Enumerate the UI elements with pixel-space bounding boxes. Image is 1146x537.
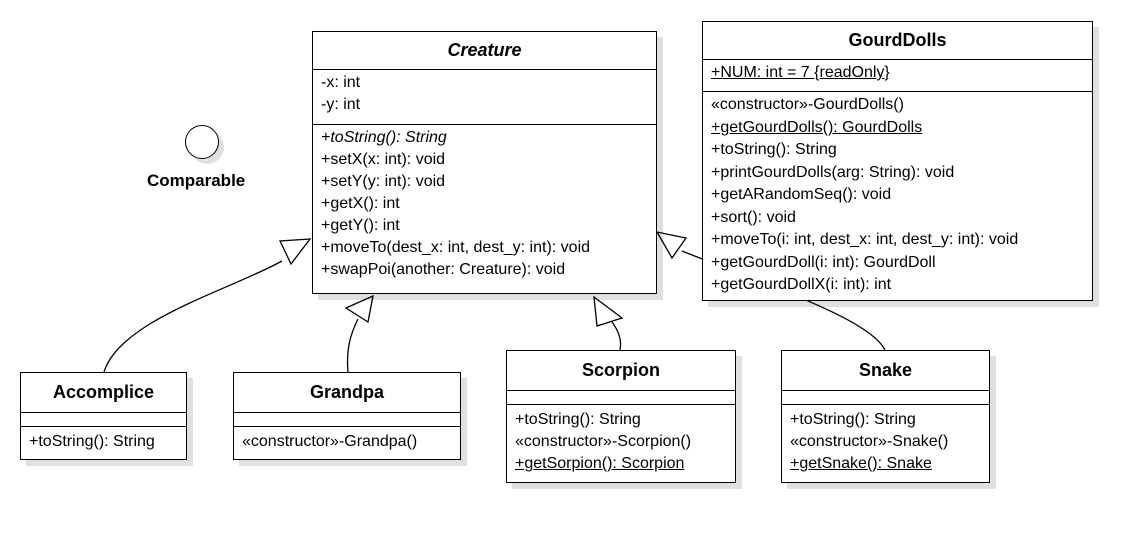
comparable-interface-label: Comparable bbox=[147, 171, 246, 190]
class-grandpa[interactable]: Grandpa «constructor»-Grandpa() bbox=[233, 372, 461, 460]
class-creature[interactable]: Creature -x: int -y: int +toString(): St… bbox=[312, 31, 657, 294]
method: +toString(): String bbox=[321, 129, 447, 146]
method: +moveTo(dest_x: int, dest_y: int): void bbox=[321, 239, 591, 256]
method: +getGourdDollX(i: int): int bbox=[711, 276, 892, 293]
method: +toString(): String bbox=[790, 411, 916, 428]
method: +toString(): String bbox=[29, 433, 155, 450]
class-snake-attributes bbox=[782, 391, 989, 405]
class-accomplice-attributes bbox=[21, 413, 186, 427]
method: +getX(): int bbox=[321, 195, 400, 212]
edge-snake-arrowhead bbox=[655, 231, 688, 260]
method: +printGourdDolls(arg: String): void bbox=[711, 163, 955, 181]
method: +setX(x: int): void bbox=[321, 151, 446, 168]
method: +setY(y: int): void bbox=[321, 173, 446, 190]
class-creature-methods: +toString(): String +setX(x: int): void … bbox=[313, 125, 656, 283]
class-gourddolls-methods: «constructor»-GourdDolls() +getGourdDoll… bbox=[703, 92, 1092, 299]
class-gourddolls[interactable]: GourdDolls +NUM: int = 7 {readOnly} «con… bbox=[702, 21, 1093, 301]
class-accomplice-name: Accomplice bbox=[21, 373, 186, 413]
method: +sort(): void bbox=[711, 208, 796, 226]
class-snake-methods: +toString(): String «constructor»-Snake(… bbox=[782, 405, 989, 477]
attribute: -x: int bbox=[321, 74, 361, 91]
edge-grandpa-creature bbox=[346, 318, 359, 373]
edge-grandpa-arrowhead bbox=[344, 294, 374, 324]
class-gourddolls-attributes: +NUM: int = 7 {readOnly} bbox=[703, 60, 1092, 92]
method: +moveTo(i: int, dest_x: int, dest_y: int… bbox=[711, 231, 1019, 248]
method: +getY(): int bbox=[321, 217, 400, 234]
class-grandpa-attributes bbox=[234, 413, 460, 427]
edge-scorpion-arrowhead bbox=[593, 295, 624, 327]
class-accomplice-methods: +toString(): String bbox=[21, 427, 186, 455]
class-snake[interactable]: Snake +toString(): String «constructor»-… bbox=[781, 350, 990, 483]
method: +toString(): String bbox=[711, 141, 837, 158]
class-scorpion[interactable]: Scorpion +toString(): String «constructo… bbox=[506, 350, 736, 483]
class-snake-name: Snake bbox=[782, 351, 989, 391]
method: +getSnake(): Snake bbox=[790, 455, 932, 472]
method: +getSorpion(): Scorpion bbox=[515, 455, 685, 472]
method: «constructor»-Grandpa() bbox=[242, 433, 418, 450]
class-scorpion-methods: +toString(): String «constructor»-Scorpi… bbox=[507, 405, 735, 477]
class-creature-name: Creature bbox=[313, 32, 656, 70]
attribute: -y: int bbox=[321, 96, 361, 113]
edge-accomplice-arrowhead bbox=[278, 238, 312, 266]
method: «constructor»-Snake() bbox=[790, 433, 949, 450]
method: +swapPoi(another: Creature): void bbox=[321, 261, 566, 278]
method: +getARandomSeq(): void bbox=[711, 186, 892, 203]
method: +getGourdDoll(i: int): GourdDoll bbox=[711, 253, 936, 271]
class-scorpion-name: Scorpion bbox=[507, 351, 735, 391]
edge-scorpion-creature bbox=[611, 321, 622, 351]
class-grandpa-name: Grandpa bbox=[234, 373, 460, 413]
class-creature-attributes: -x: int -y: int bbox=[313, 70, 656, 125]
comparable-interface-icon bbox=[185, 125, 219, 159]
method: +getGourdDolls(): GourdDolls bbox=[711, 118, 923, 136]
method: «constructor»-GourdDolls() bbox=[711, 96, 904, 113]
method: +toString(): String bbox=[515, 411, 641, 428]
class-grandpa-methods: «constructor»-Grandpa() bbox=[234, 427, 460, 455]
class-scorpion-attributes bbox=[507, 391, 735, 405]
class-gourddolls-name: GourdDolls bbox=[703, 22, 1092, 60]
attribute: +NUM: int = 7 {readOnly} bbox=[711, 64, 890, 81]
class-accomplice[interactable]: Accomplice +toString(): String bbox=[20, 372, 187, 460]
edge-accomplice-creature bbox=[103, 260, 283, 373]
method: «constructor»-Scorpion() bbox=[515, 433, 692, 450]
